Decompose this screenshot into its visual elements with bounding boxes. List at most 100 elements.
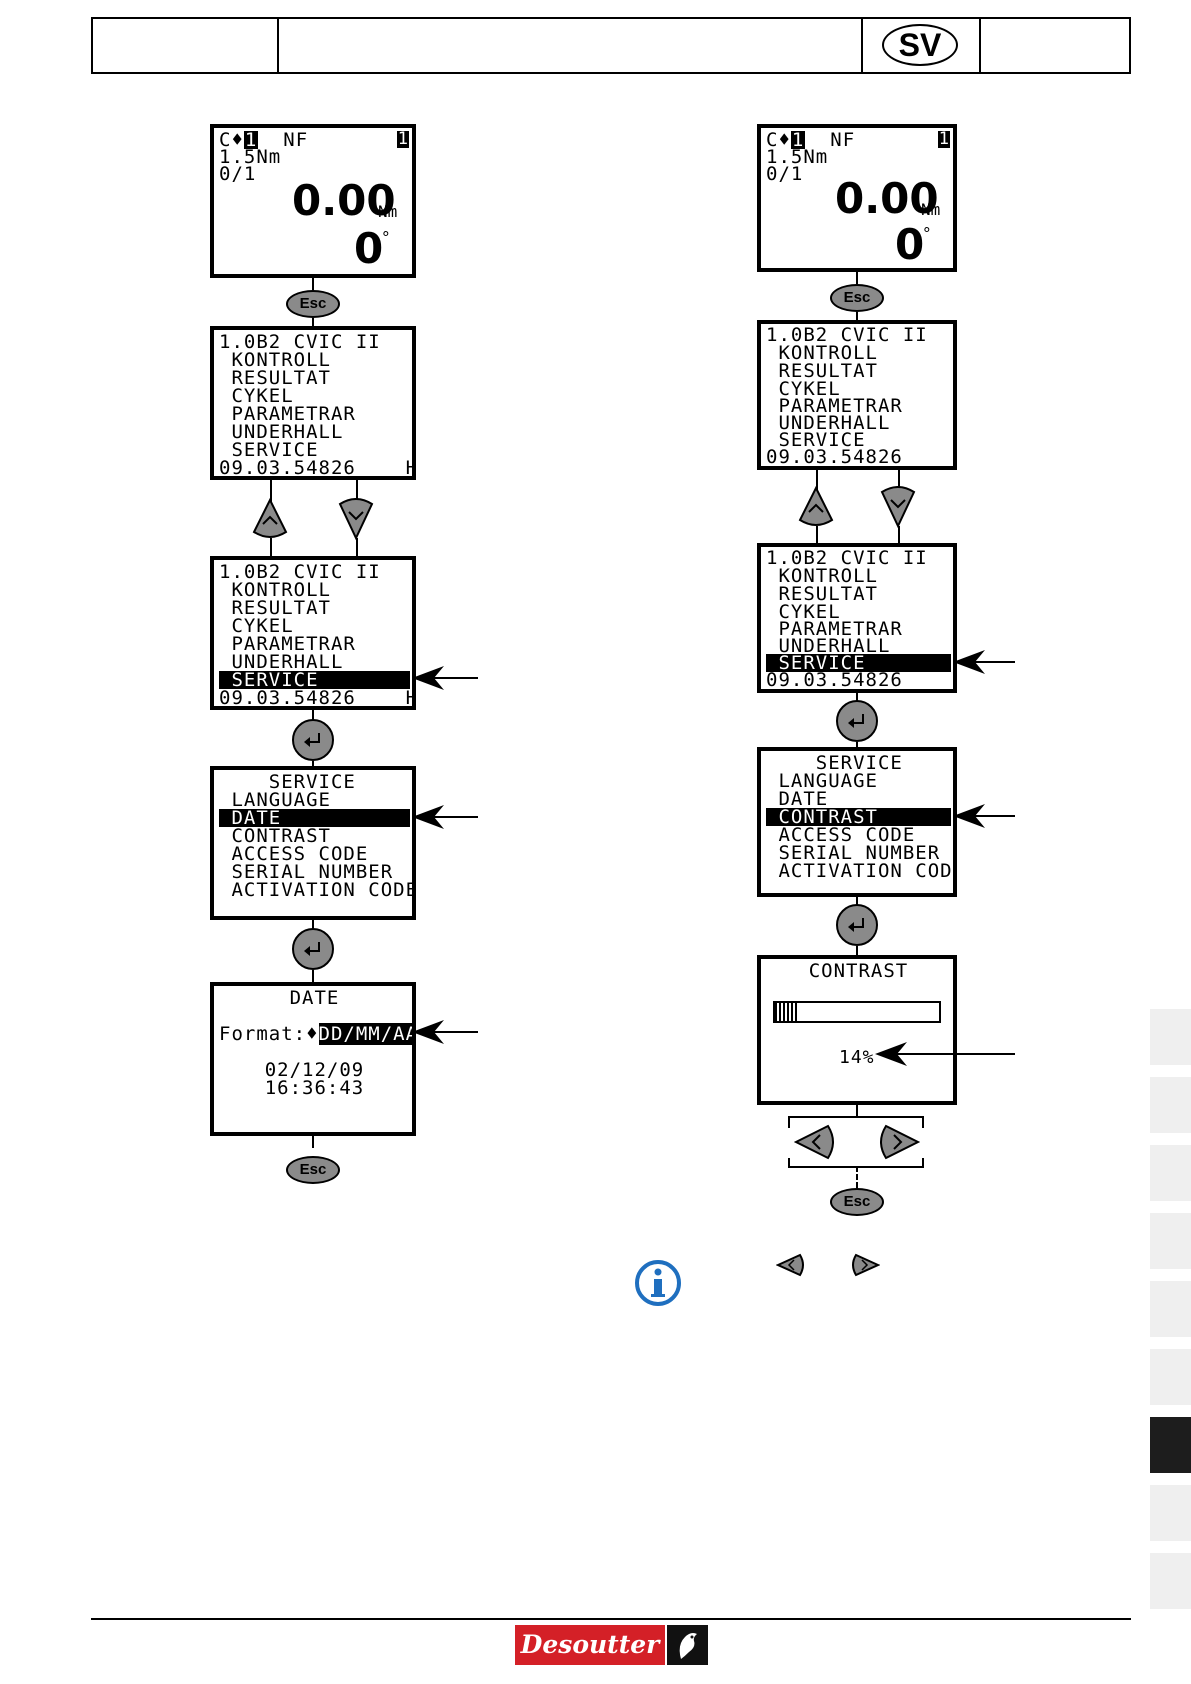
section-tab[interactable] — [1150, 1009, 1191, 1065]
esc-button[interactable]: Esc — [286, 1156, 340, 1184]
enter-icon — [848, 714, 864, 728]
info-icon — [635, 1260, 681, 1306]
menu-footer-line: 09.03.54826 H2 — [766, 669, 957, 691]
section-tab[interactable] — [1150, 1213, 1191, 1269]
down-arrow-button[interactable] — [880, 486, 916, 528]
menu-item-cykel: CYKEL — [766, 601, 841, 623]
lcd-main-menu-service-selected: 1.0B2 CVIC II KONTROLL RESULTAT CYKEL PA… — [757, 543, 957, 693]
down-arrow-button[interactable] — [338, 498, 374, 540]
menu-footer-line: 09.03.54826 H2 — [219, 687, 416, 709]
connector-line — [270, 538, 272, 556]
connector-line — [270, 480, 272, 504]
bird-logo-icon — [679, 1633, 697, 1659]
right-arrow-small-icon — [852, 1253, 880, 1277]
lcd-main-menu: 1.0B2 CVIC II KONTROLL RESULTAT CYKEL PA… — [757, 320, 957, 470]
lcd-torque-value: 0.00 — [292, 176, 396, 225]
pointer-arrow-icon — [412, 805, 478, 829]
menu-item-cykel: CYKEL — [219, 385, 294, 407]
connector-line — [312, 278, 314, 290]
lcd-angle-value: 0 — [354, 224, 384, 273]
menu-item-resultat: RESULTAT — [219, 367, 331, 389]
menu-item-parametrar: PARAMETRAR — [219, 403, 356, 425]
left-arrow-button[interactable] — [794, 1124, 836, 1160]
lcd-main-menu: 1.0B2 CVIC II KONTROLL RESULTAT CYKEL PA… — [210, 326, 416, 480]
date-format-value: DD/MM/AA — [318, 1023, 412, 1045]
connector-line — [312, 318, 314, 326]
connector-line — [816, 526, 818, 544]
menu-item-underhall: UNDERHALL — [766, 412, 891, 434]
connector-line — [312, 970, 314, 982]
service-item-activation-code: ACTIVATION CODE — [766, 860, 957, 882]
connector-line — [856, 1105, 858, 1117]
connector-line — [922, 1158, 924, 1168]
header-divider — [861, 19, 863, 72]
section-tab[interactable] — [1150, 1145, 1191, 1201]
up-arrow-button[interactable] — [252, 498, 288, 540]
menu-item-resultat: RESULTAT — [766, 583, 878, 605]
connector-line — [312, 920, 314, 930]
menu-item-parametrar: PARAMETRAR — [766, 618, 903, 640]
service-item-contrast: CONTRAST — [219, 825, 331, 847]
left-arrow-small-icon — [776, 1253, 804, 1277]
service-item-date-selected: DATE — [219, 809, 410, 828]
enter-button[interactable] — [836, 904, 878, 946]
lcd-status-line: C♦1 NF — [219, 129, 309, 151]
enter-button[interactable] — [292, 928, 334, 970]
lcd-count: 0/1 — [219, 163, 257, 185]
pointer-arrow-icon — [412, 1020, 478, 1044]
menu-item-service-selected: SERVICE — [219, 671, 410, 690]
enter-button[interactable] — [292, 719, 334, 761]
desoutter-logo: Desoutter — [515, 1625, 708, 1665]
menu-item-cykel: CYKEL — [766, 378, 841, 400]
right-arrow-button[interactable] — [878, 1124, 920, 1160]
up-arrow-button[interactable] — [798, 486, 834, 528]
brand-mark — [667, 1625, 708, 1665]
esc-button[interactable]: Esc — [286, 290, 340, 318]
enter-button[interactable] — [836, 700, 878, 742]
connector-line — [922, 1116, 924, 1128]
section-tab-active[interactable] — [1150, 1417, 1191, 1473]
connector-line — [356, 480, 358, 504]
service-item-access-code: ACCESS CODE — [766, 824, 916, 846]
menu-line: 1.0B2 CVIC II — [766, 324, 928, 346]
lcd-home-screen: C♦1 NF 1 1.5Nm 0/1 0.00 Nm 0 ° — [210, 124, 416, 278]
page-header — [91, 17, 1131, 74]
enter-icon — [304, 733, 320, 747]
menu-item-resultat: RESULTAT — [219, 597, 331, 619]
footer-line — [91, 1618, 1131, 1620]
connector-dashed-line — [856, 1166, 858, 1188]
section-tab[interactable] — [1150, 1485, 1191, 1541]
section-tab[interactable] — [1150, 1553, 1191, 1609]
service-title: SERVICE — [219, 771, 356, 793]
lcd-torque-unit: Nm — [921, 200, 941, 219]
lcd-angle-unit: ° — [922, 224, 932, 243]
lcd-torque-target: 1.5Nm — [219, 146, 282, 168]
connector-line — [856, 897, 858, 905]
lcd-contrast-screen: CONTRAST 14% — [757, 955, 957, 1105]
connector-line — [312, 1136, 314, 1148]
connector-line — [312, 710, 314, 722]
esc-button[interactable]: Esc — [830, 284, 884, 312]
connector-line — [898, 470, 900, 490]
contrast-value: 14% — [839, 1047, 875, 1068]
menu-item-service: SERVICE — [766, 429, 866, 451]
menu-item-cykel: CYKEL — [219, 615, 294, 637]
menu-item-underhall: UNDERHALL — [219, 651, 344, 673]
connector-line — [788, 1158, 790, 1168]
menu-footer-line: 09.03.54826 H2 — [219, 457, 416, 479]
esc-button[interactable]: Esc — [830, 1188, 884, 1216]
lcd-home-screen: C♦1 NF 1 1.5Nm 0/1 0.00 Nm 0 ° — [757, 124, 957, 272]
lcd-angle-unit: ° — [381, 228, 391, 247]
contrast-bar — [773, 1001, 941, 1023]
menu-item-kontroll: KONTROLL — [219, 349, 331, 371]
connector-line — [856, 946, 858, 956]
pointer-arrow-icon — [875, 1042, 1015, 1066]
menu-item-kontroll: KONTROLL — [766, 565, 878, 587]
connector-line — [856, 272, 858, 284]
lcd-status-right: 1 — [937, 129, 950, 149]
section-tab[interactable] — [1150, 1349, 1191, 1405]
section-tab[interactable] — [1150, 1281, 1191, 1337]
section-tab[interactable] — [1150, 1077, 1191, 1133]
menu-item-service-selected: SERVICE — [766, 654, 951, 673]
brand-name: Desoutter — [515, 1625, 665, 1665]
